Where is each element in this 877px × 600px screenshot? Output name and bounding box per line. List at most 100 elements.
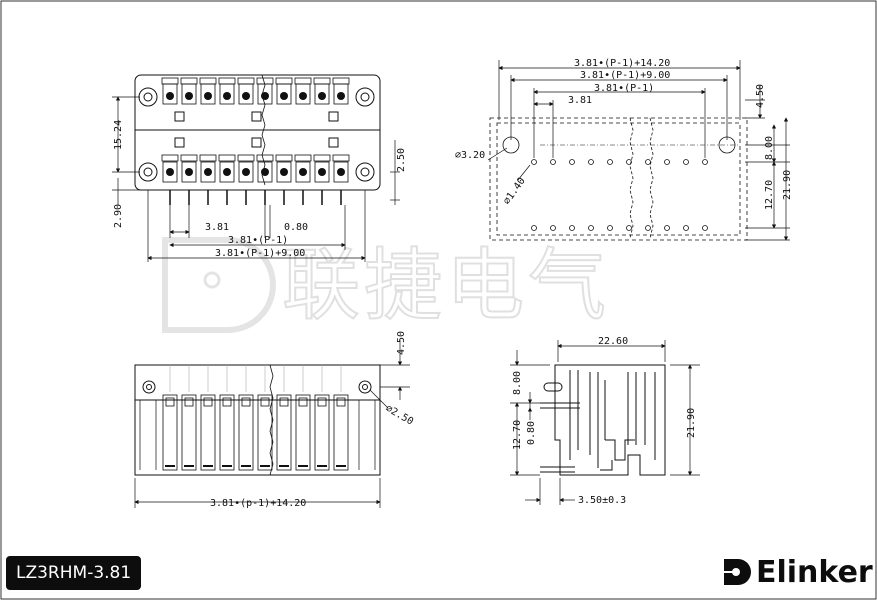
pcb-hole-lower — [702, 225, 708, 231]
screw-bottom — [318, 168, 326, 176]
terminal-bottom — [218, 154, 236, 162]
terminal-bottom-body — [257, 161, 273, 183]
terminal-bottom-body — [181, 161, 197, 183]
pcb-hole-upper — [664, 159, 670, 165]
dim-br-1270: 12.70 — [512, 420, 523, 450]
slot-window — [203, 397, 213, 407]
pcb-hole-lower — [588, 225, 594, 231]
dim-overall: 3.81•(P-1)+14.20 — [574, 58, 670, 69]
watermark-text: 联捷电气 — [282, 241, 610, 331]
dim-span-1: 3.81•(P-1) — [228, 235, 288, 246]
terminal-bottom-body — [238, 161, 254, 183]
terminal-bottom — [180, 154, 198, 162]
pcb-hole-group — [531, 159, 708, 231]
bottom-housing — [134, 364, 381, 476]
screw-bottom — [223, 168, 231, 176]
pcb-hole-lower — [664, 225, 670, 231]
pcb-hole-lower — [550, 225, 556, 231]
slot-body — [295, 394, 311, 471]
terminal-top-body — [314, 83, 330, 105]
brand-icon — [724, 559, 751, 585]
pcb-hole-upper — [531, 159, 537, 165]
brand-name: Elinker — [756, 554, 873, 590]
pcb-hole-upper — [626, 159, 632, 165]
slot-window — [241, 397, 251, 407]
terminal-bottom-body — [162, 161, 178, 183]
screw-top — [299, 92, 307, 100]
pcb-hole-lower — [645, 225, 651, 231]
pcb-layout-view — [489, 117, 748, 241]
slot-body — [314, 394, 330, 471]
dim-br-350: 3.50±0.3 — [578, 495, 626, 506]
dim-1270: 12.70 — [764, 180, 775, 210]
screw-top — [261, 92, 269, 100]
screw-bottom — [242, 168, 250, 176]
dim-bl-overall: 3.81•(p-1)+14.20 — [210, 498, 306, 509]
terminal-top-body — [295, 83, 311, 105]
terminal-top-body — [257, 83, 273, 105]
screw-bottom — [280, 168, 288, 176]
dim-br-800: 8.00 — [512, 371, 523, 395]
terminal-top — [237, 77, 255, 85]
screw-bottom — [166, 168, 174, 176]
slot-body — [200, 394, 216, 471]
terminal-top — [294, 77, 312, 85]
pcb-hole-upper — [702, 159, 708, 165]
dim-bl-450: 4.50 — [396, 331, 407, 355]
dim-hole-small: ⌀1.40 — [501, 176, 527, 207]
br-dimensions — [510, 340, 700, 505]
slot-window — [336, 397, 346, 407]
pcb-hole-lower — [683, 225, 689, 231]
dim-br-080: 0.80 — [526, 421, 537, 445]
pcb-hole-lower — [607, 225, 613, 231]
terminal-bottom — [294, 154, 312, 162]
terminal-bottom-body — [200, 161, 216, 183]
pcb-hole-lower — [626, 225, 632, 231]
dim-pin-width: 0.80 — [284, 222, 308, 233]
pcb-hole-upper — [550, 159, 556, 165]
terminal-top — [256, 77, 274, 85]
slot-window — [165, 397, 175, 407]
screw-bottom — [299, 168, 307, 176]
terminal-top — [161, 77, 179, 85]
terminal-top — [218, 77, 236, 85]
screw-bottom — [261, 168, 269, 176]
slot-body — [219, 394, 235, 471]
dim-bl-hole: ⌀2.50 — [384, 403, 416, 428]
dim-mid: 3.81•(P-1)+9.00 — [580, 70, 670, 81]
model-label: LZ3RHM-3.81 — [6, 556, 142, 590]
slot-window — [184, 397, 194, 407]
terminal-bottom-body — [276, 161, 292, 183]
screw-top — [223, 92, 231, 100]
terminal-top — [275, 77, 293, 85]
slot-window — [298, 397, 308, 407]
pcb-hole-upper — [645, 159, 651, 165]
brand-logo: Elinker — [722, 552, 873, 592]
terminal-top — [199, 77, 217, 85]
pcb-hole-upper — [683, 159, 689, 165]
terminal-bottom — [199, 154, 217, 162]
screw-bottom — [337, 168, 345, 176]
terminal-top-body — [162, 83, 178, 105]
terminal-bottom — [161, 154, 179, 162]
terminal-top-body — [333, 83, 349, 105]
screw-top — [242, 92, 250, 100]
terminal-top-body — [181, 83, 197, 105]
dim-pitch: 3.81 — [205, 222, 229, 233]
terminal-top-body — [200, 83, 216, 105]
terminal-top — [180, 77, 198, 85]
dim-inner: 3.81•(P-1) — [594, 83, 654, 94]
dim-pin-offset: 2.90 — [113, 204, 124, 228]
screw-top — [204, 92, 212, 100]
terminal-bottom-body — [295, 161, 311, 183]
screw-top — [318, 92, 326, 100]
slot-window — [279, 397, 289, 407]
screw-top — [185, 92, 193, 100]
terminal-bottom — [332, 154, 350, 162]
terminal-bottom — [313, 154, 331, 162]
terminal-top-body — [238, 83, 254, 105]
screw-bottom — [185, 168, 193, 176]
slot-body — [238, 394, 254, 471]
